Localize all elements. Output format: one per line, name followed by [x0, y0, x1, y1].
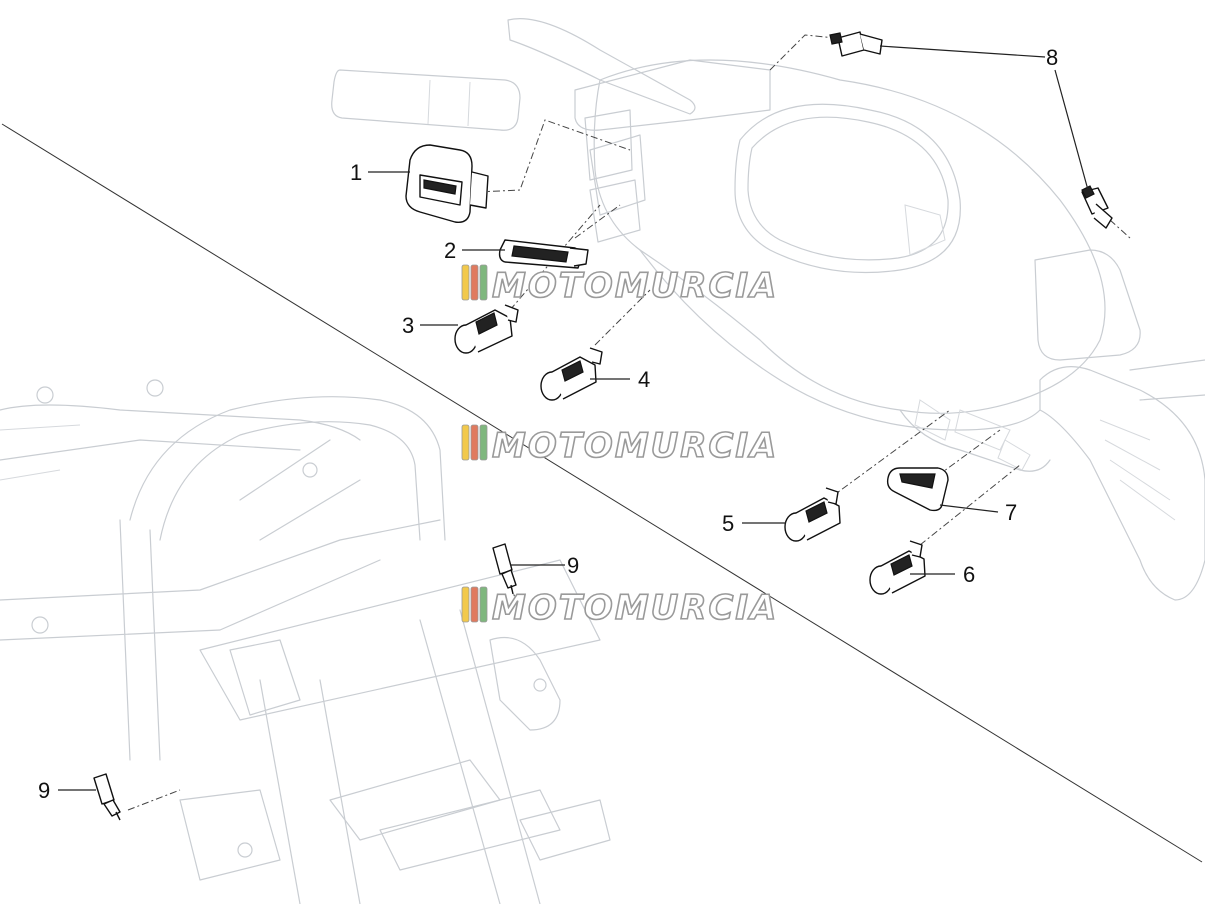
watermark-stripe: [470, 586, 479, 623]
handlebar-ghost-drawing: [331, 18, 1205, 601]
watermark-text: MOTOMURCIA: [492, 266, 778, 306]
watermark-stripe: [470, 264, 479, 301]
part-8-bulb-top: [829, 31, 883, 57]
part-1-switch: [405, 144, 489, 223]
callout-8: 8: [1046, 45, 1058, 70]
frame-ghost-drawing: [0, 379, 611, 904]
watermark-text: MOTOMURCIA: [492, 426, 778, 466]
leader-lines: [58, 45, 1089, 791]
callout-9-lower: 9: [38, 778, 50, 803]
watermark-stripe: [470, 424, 479, 461]
watermark-top: MOTOMURCIA: [461, 264, 778, 307]
part-8-bulb-right: [1081, 185, 1113, 229]
callout-6: 6: [963, 562, 975, 587]
assembly-lines: [127, 34, 1131, 811]
callout-2: 2: [444, 238, 456, 263]
part-2-bezel: [498, 239, 589, 269]
callout-3: 3: [402, 313, 414, 338]
part-9-sensor-lower: [93, 773, 121, 821]
watermark-stripe: [461, 264, 470, 301]
part-4-button: [540, 347, 603, 401]
watermark-stripe: [461, 424, 470, 461]
watermark-stripe: [479, 586, 488, 623]
callout-5: 5: [722, 511, 734, 536]
watermark-stripe: [461, 586, 470, 623]
part-3-button: [454, 304, 519, 354]
separator-line: [1, 123, 1203, 863]
callout-9-upper: 9: [567, 553, 579, 578]
part-6-button: [869, 540, 926, 595]
callout-1: 1: [350, 160, 362, 185]
part-9-sensor-upper: [492, 543, 517, 595]
part-7-bezel: [886, 467, 949, 512]
part-5-button: [784, 487, 841, 542]
watermark-bottom: MOTOMURCIA: [461, 586, 778, 629]
callout-4: 4: [638, 367, 650, 392]
callout-7: 7: [1005, 500, 1017, 525]
callout-labels: 1 2 3 4 5 6 7 8 9 9: [38, 45, 1058, 803]
watermark-middle: MOTOMURCIA: [461, 424, 778, 467]
watermark-text: MOTOMURCIA: [492, 588, 778, 628]
watermark-stripe: [479, 424, 488, 461]
watermark-stripe: [479, 264, 488, 301]
